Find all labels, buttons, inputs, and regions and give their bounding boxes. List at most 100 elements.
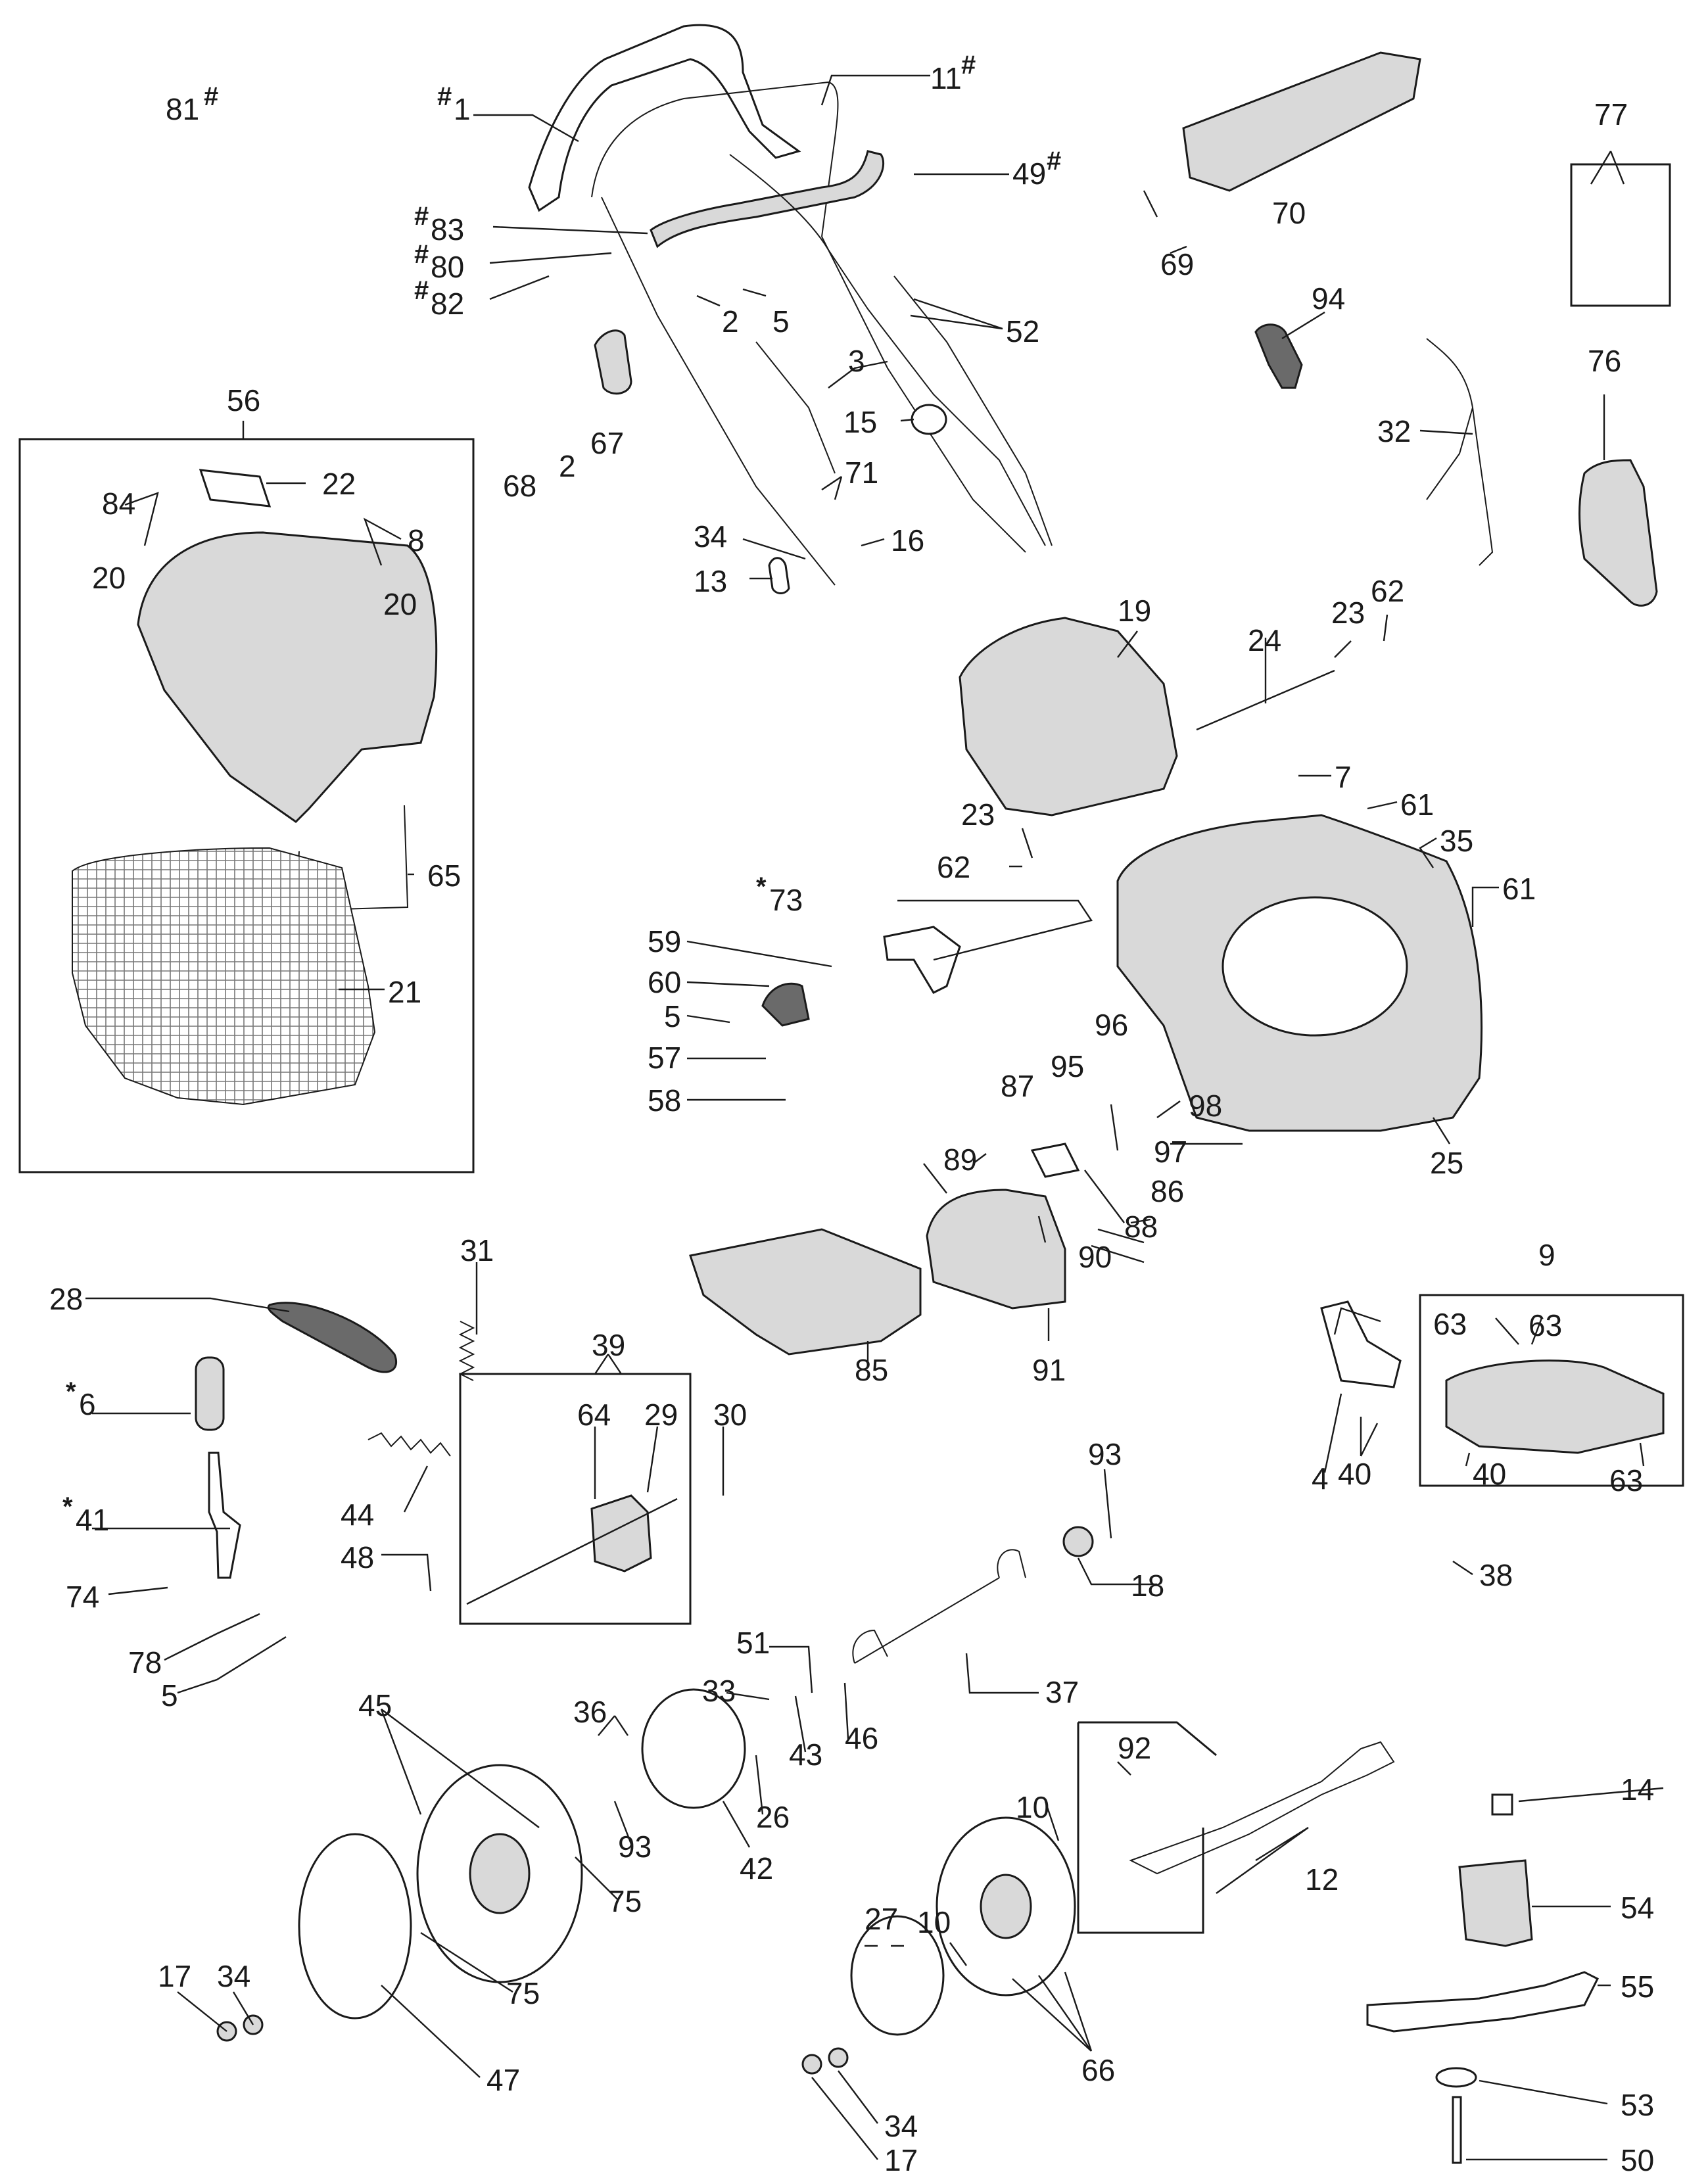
- knob-part: [911, 404, 947, 435]
- callout-27: 27: [865, 1902, 898, 1936]
- callout-59: 59: [648, 924, 681, 958]
- height-adjuster-part: [1129, 1741, 1395, 1875]
- cables-part: [729, 154, 1053, 546]
- callout-66: 66: [1081, 2053, 1115, 2087]
- callout-10b: 10: [917, 1905, 951, 1939]
- callout-22: 22: [322, 467, 356, 501]
- callout-55: 55: [1621, 1970, 1654, 2004]
- callout-43: 43: [789, 1737, 822, 1772]
- callout-42: 42: [740, 1851, 773, 1885]
- mark-star: *: [66, 1377, 76, 1406]
- callout-61b: 61: [1502, 872, 1536, 906]
- washer-small-part: [828, 2047, 849, 2068]
- callout-21: 21: [388, 975, 421, 1009]
- callout-33: 33: [702, 1674, 736, 1708]
- callout-5c: 5: [161, 1678, 178, 1713]
- blade-part: [1366, 1971, 1600, 2033]
- callout-90: 90: [1078, 1240, 1112, 1274]
- drive-shaft-part: [466, 1498, 678, 1605]
- callout-44: 44: [341, 1498, 374, 1532]
- callout-50: 50: [1621, 2143, 1654, 2174]
- mark-hash: #: [414, 240, 429, 269]
- callout-4: 4: [1312, 1461, 1329, 1496]
- nut-part: [801, 2054, 822, 2075]
- callout-57: 57: [648, 1041, 681, 1075]
- leader-lines: [85, 74, 1664, 2161]
- callout-74: 74: [66, 1580, 99, 1614]
- blade-key-part: [1491, 1793, 1513, 1816]
- callout-14: 14: [1621, 1772, 1654, 1807]
- pinion-gear-part: [1062, 1526, 1094, 1557]
- mark-star: *: [62, 1492, 73, 1521]
- blade-guard-group-box: [1419, 1294, 1684, 1487]
- callout-18: 18: [1131, 1569, 1164, 1603]
- callout-52: 52: [1006, 314, 1039, 348]
- callout-48: 48: [341, 1540, 374, 1574]
- callout-2b: 2: [559, 449, 576, 483]
- drive-belt-part: [267, 1302, 398, 1373]
- front-wheel-hub: [980, 1874, 1032, 1939]
- callout-32: 32: [1377, 414, 1411, 448]
- callout-23b: 23: [961, 797, 995, 832]
- mark-hash: #: [437, 82, 452, 111]
- callout-71: 71: [845, 456, 878, 490]
- callout-45: 45: [358, 1688, 392, 1722]
- callout-94: 94: [1312, 281, 1345, 316]
- callout-75a: 75: [608, 1884, 642, 1918]
- callout-91: 91: [1032, 1353, 1066, 1387]
- mark-hash: #: [414, 276, 429, 305]
- callout-73: 73: [769, 883, 803, 917]
- callout-39: 39: [592, 1328, 625, 1362]
- callout-1: 1: [454, 92, 471, 126]
- callout-75b: 75: [506, 1976, 540, 2010]
- tension-spring-part: [368, 1432, 451, 1457]
- rear-hubcap-part: [298, 1833, 412, 2020]
- callout-11: 11: [930, 61, 962, 95]
- callout-93b: 93: [618, 1830, 652, 1864]
- blade-adapter-part: [1458, 1859, 1533, 1947]
- callout-2: 2: [722, 304, 739, 339]
- callout-88: 88: [1124, 1210, 1158, 1244]
- callout-98: 98: [1189, 1089, 1222, 1123]
- callout-38: 38: [1479, 1558, 1513, 1592]
- callout-13: 13: [694, 564, 727, 598]
- callout-69: 69: [1160, 247, 1194, 281]
- callout-56: 56: [227, 383, 260, 417]
- callout-29: 29: [644, 1398, 678, 1432]
- lever-part: [594, 329, 632, 395]
- callout-77: 77: [1594, 97, 1628, 131]
- bracket-plate-part: [1320, 1300, 1402, 1388]
- callout-16: 16: [891, 523, 924, 557]
- callout-25: 25: [1430, 1146, 1463, 1180]
- callout-6: 6: [79, 1387, 96, 1421]
- callout-5b: 5: [664, 999, 681, 1033]
- callout-10a: 10: [1016, 1790, 1049, 1824]
- callout-82: 82: [431, 287, 464, 321]
- bracket-part: [883, 926, 961, 994]
- mulch-cover-part: [1182, 51, 1421, 192]
- callout-62a: 62: [1371, 574, 1404, 608]
- gearbox-group-box: [459, 1373, 692, 1625]
- rear-flap-part: [926, 1189, 1066, 1310]
- grass-bag-group-box: [18, 438, 475, 1173]
- wiring-harness-part: [1426, 338, 1494, 566]
- wheel-cap-part: [641, 1688, 746, 1809]
- knob-cylinder-part: [195, 1356, 225, 1431]
- callout-68: 68: [503, 469, 536, 503]
- callout-67: 67: [590, 426, 624, 460]
- callout-80: 80: [431, 250, 464, 284]
- callout-28: 28: [49, 1282, 83, 1316]
- callout-9: 9: [1538, 1238, 1555, 1272]
- callout-31: 31: [460, 1233, 494, 1267]
- callout-41: 41: [76, 1503, 109, 1537]
- callout-24: 24: [1248, 623, 1281, 657]
- callout-62b: 62: [937, 850, 970, 884]
- callout-70: 70: [1272, 196, 1306, 230]
- callout-46: 46: [845, 1721, 878, 1755]
- callout-87: 87: [1001, 1069, 1034, 1103]
- callout-58: 58: [648, 1083, 681, 1118]
- blade-guard-part: [1445, 1359, 1665, 1454]
- gearbox-part: [590, 1494, 652, 1572]
- deck-opening: [1222, 896, 1408, 1037]
- mark-star: *: [756, 872, 767, 901]
